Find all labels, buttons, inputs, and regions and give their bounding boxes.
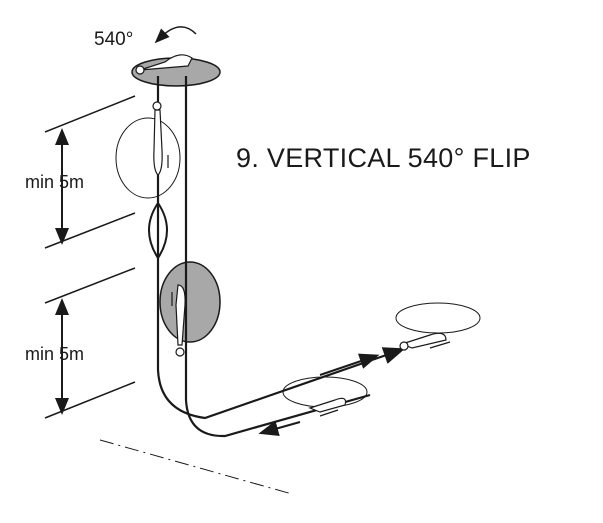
approach-arrow (319, 353, 380, 376)
ground-line (99, 439, 293, 495)
rotation-label: 540° (94, 29, 134, 50)
rotor-disc-approach (395, 302, 481, 334)
dimension-arrow-upper (55, 128, 69, 245)
entry-arrow (258, 420, 301, 436)
helicopter-icon (399, 332, 451, 351)
diagram-title: 9. VERTICAL 540° FLIP (236, 143, 531, 173)
rotor-disc-lower (159, 261, 221, 343)
rotor-disc-entry (282, 376, 368, 408)
flight-path-down (156, 76, 406, 420)
guide-line (44, 381, 136, 419)
dimension-arrow-lower (55, 298, 69, 415)
guide-line (44, 267, 136, 304)
helicopter-icon (135, 54, 193, 75)
helicopter-icon (308, 397, 347, 417)
dimension-label-upper: min 5m (25, 172, 85, 192)
helicopter-icon (152, 101, 169, 176)
guide-line (44, 212, 136, 249)
helicopter-icon (171, 284, 186, 357)
flight-path-up (184, 76, 371, 438)
rotation-arrow (154, 26, 197, 44)
guide-line (44, 95, 136, 133)
dimension-label-lower: min 5m (25, 344, 85, 364)
rotor-disc-upper (115, 117, 181, 199)
